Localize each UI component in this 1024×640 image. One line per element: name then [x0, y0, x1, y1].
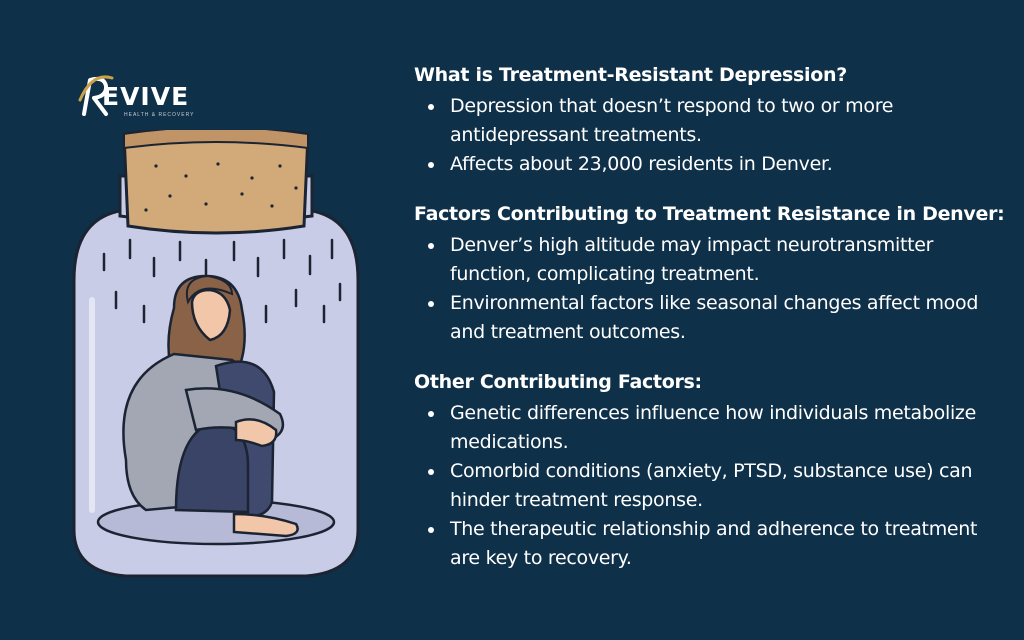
bullet-list: Genetic differences influence how indivi… [414, 399, 1004, 573]
revive-r-logo-icon [78, 75, 114, 116]
woman-in-jar-illustration [72, 130, 360, 578]
section-denver-factors: Factors Contributing to Treatment Resist… [414, 201, 1005, 347]
section-other-factors: Other Contributing Factors: Genetic diff… [414, 369, 1004, 573]
list-item: Comorbid conditions (anxiety, PTSD, subs… [414, 457, 1004, 515]
cork-stopper-icon [122, 130, 310, 235]
section-heading: Factors Contributing to Treatment Resist… [414, 203, 1005, 225]
bullet-list: Depression that doesn’t respond to two o… [414, 92, 1004, 179]
brand-tagline: HEALTH & RECOVERY [124, 112, 195, 118]
list-item: Denver’s high altitude may impact neurot… [414, 231, 1004, 289]
list-item: Affects about 23,000 residents in Denver… [414, 150, 1004, 179]
list-item: Environmental factors like seasonal chan… [414, 289, 1004, 347]
list-item: Genetic differences influence how indivi… [414, 399, 1004, 457]
section-heading: What is Treatment-Resistant Depression? [414, 64, 847, 86]
info-content: What is Treatment-Resistant Depression? … [414, 62, 1005, 595]
list-item: The therapeutic relationship and adheren… [414, 515, 1004, 573]
brand-logo[interactable]: EVIVE HEALTH & RECOVERY [76, 70, 216, 122]
rain-lines-icon [102, 238, 342, 324]
bullet-list: Denver’s high altitude may impact neurot… [414, 231, 1004, 347]
section-heading: Other Contributing Factors: [414, 371, 702, 393]
list-item: Depression that doesn’t respond to two o… [414, 92, 1004, 150]
section-what-is-trd: What is Treatment-Resistant Depression? … [414, 62, 1004, 179]
brand-name: EVIVE [102, 82, 190, 111]
